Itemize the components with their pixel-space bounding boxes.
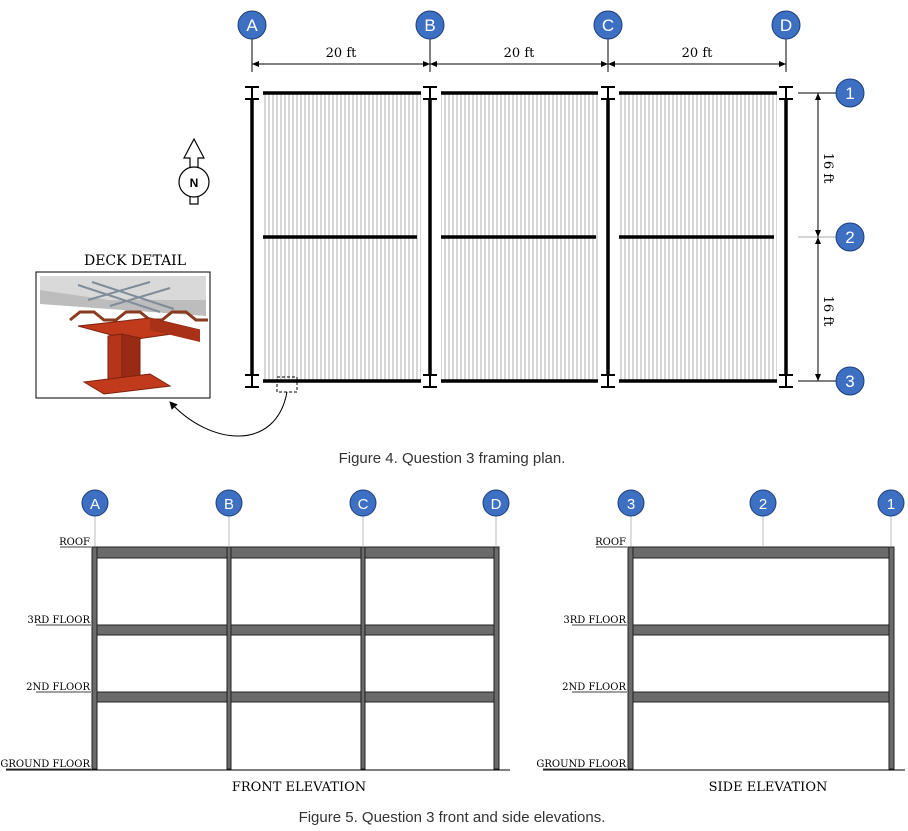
side-bubble-2: 2 bbox=[749, 489, 777, 517]
column-c3 bbox=[601, 374, 615, 388]
deck-detail-label: DECK DETAIL bbox=[84, 253, 186, 269]
side-label-1: 1 bbox=[887, 496, 895, 513]
grid-label-3: 3 bbox=[845, 372, 854, 391]
grid-bubble-3: 3 bbox=[835, 366, 865, 396]
grid-label-b: B bbox=[424, 16, 435, 35]
side-label-3: 3 bbox=[627, 496, 635, 513]
front-bubble-b: B bbox=[215, 489, 243, 517]
side-columns bbox=[627, 546, 895, 770]
side-elevation: 3 2 1 ROOF 3RD FLOOR 2ND FLOOR GROUND FL… bbox=[536, 489, 905, 795]
side-level-3rd: 3RD FLOOR bbox=[563, 615, 626, 626]
side-bubble-3: 3 bbox=[617, 489, 645, 517]
column-c1 bbox=[601, 86, 615, 100]
front-level-3rd: 3RD FLOOR bbox=[27, 615, 90, 626]
front-label-d: D bbox=[491, 496, 502, 513]
dim-label-12: 16 ft bbox=[820, 153, 835, 184]
side-label-2: 2 bbox=[759, 496, 767, 513]
front-bubble-a: A bbox=[81, 489, 109, 517]
column-d1 bbox=[779, 86, 793, 100]
dim-label-cd: 20 ft bbox=[682, 46, 713, 61]
front-bubble-c: C bbox=[349, 489, 377, 517]
side-level-labels: ROOF 3RD FLOOR 2ND FLOOR GROUND FLOOR bbox=[536, 537, 627, 770]
detail-leader-arrow bbox=[169, 391, 288, 437]
front-label-c: C bbox=[358, 496, 369, 513]
deck-detail-image bbox=[40, 276, 208, 395]
front-grid-ticks bbox=[94, 516, 497, 546]
side-level-2nd: 2ND FLOOR bbox=[562, 682, 626, 693]
front-level-labels: ROOF 3RD FLOOR 2ND FLOOR GROUND FLOOR bbox=[0, 537, 91, 770]
front-level-2nd: 2ND FLOOR bbox=[26, 682, 90, 693]
dimension-x: 20 ft 20 ft 20 ft bbox=[252, 46, 786, 67]
column-b1 bbox=[423, 86, 437, 100]
plan-grid-bubbles-x: A B C D bbox=[237, 10, 801, 40]
grid-bubble-c: C bbox=[593, 10, 623, 40]
beams bbox=[263, 91, 777, 383]
front-columns bbox=[91, 546, 500, 770]
grid-bubble-2: 2 bbox=[835, 222, 865, 252]
column-d3 bbox=[779, 374, 793, 388]
girders bbox=[250, 100, 788, 374]
front-bubble-d: D bbox=[482, 489, 510, 517]
front-label-a: A bbox=[90, 496, 100, 513]
column-b3 bbox=[423, 374, 437, 388]
dim-label-23: 16 ft bbox=[820, 296, 835, 327]
column-a1 bbox=[245, 86, 259, 100]
dim-label-bc: 20 ft bbox=[504, 46, 535, 61]
north-arrow-icon: N bbox=[178, 137, 210, 205]
north-label: N bbox=[190, 176, 199, 190]
grid-bubble-d: D bbox=[771, 10, 801, 40]
front-beams bbox=[94, 546, 497, 703]
front-elevation-title: FRONT ELEVATION bbox=[232, 780, 366, 795]
side-beams bbox=[630, 546, 892, 703]
columns bbox=[245, 86, 793, 388]
dimension-y: 16 ft 16 ft bbox=[798, 92, 836, 382]
grid-label-d: D bbox=[780, 16, 792, 35]
front-level-roof: ROOF bbox=[59, 537, 90, 548]
column-a3 bbox=[245, 374, 259, 388]
front-level-ground: GROUND FLOOR bbox=[0, 759, 90, 770]
grid-bubble-b: B bbox=[415, 10, 445, 40]
side-grid-bubbles: 3 2 1 bbox=[617, 489, 905, 517]
grid-label-2: 2 bbox=[845, 228, 854, 247]
front-label-b: B bbox=[224, 496, 234, 513]
dim-label-ab: 20 ft bbox=[326, 46, 357, 61]
grid-bubble-a: A bbox=[237, 10, 267, 40]
side-level-roof: ROOF bbox=[595, 537, 626, 548]
grid-label-1: 1 bbox=[845, 84, 854, 103]
deck-detail: DECK DETAIL bbox=[35, 253, 211, 399]
grid-label-c: C bbox=[602, 16, 614, 35]
figure-5-caption: Figure 5. Question 3 front and side elev… bbox=[299, 809, 606, 826]
side-grid-ticks bbox=[630, 516, 892, 546]
plan-grid-ticks bbox=[251, 38, 787, 72]
framing-plan: A B C D 20 ft 20 ft 20 ft bbox=[35, 10, 865, 437]
front-grid-bubbles: A B C D bbox=[81, 489, 510, 517]
front-elevation: A B C D ROOF 3RD FLOOR 2ND FLOOR GROUND bbox=[0, 489, 510, 795]
side-elevation-title: SIDE ELEVATION bbox=[709, 780, 828, 795]
side-level-ground: GROUND FLOOR bbox=[536, 759, 626, 770]
grid-label-a: A bbox=[246, 16, 258, 35]
plan-grid-bubbles-y: 1 2 3 bbox=[835, 78, 865, 396]
side-bubble-1: 1 bbox=[877, 489, 905, 517]
grid-bubble-1: 1 bbox=[835, 78, 865, 108]
figure-4-caption: Figure 4. Question 3 framing plan. bbox=[339, 450, 566, 467]
